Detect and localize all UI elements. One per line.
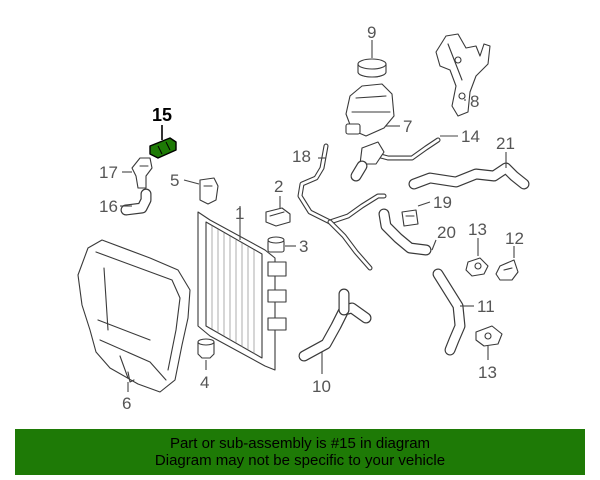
callout-12: 12 <box>505 229 524 248</box>
leader-20 <box>431 239 437 251</box>
callout-1: 1 <box>235 204 244 223</box>
callout-13-lower: 13 <box>478 363 497 382</box>
part-17-connector[interactable] <box>131 157 153 189</box>
part-8-bracket[interactable] <box>435 33 491 117</box>
banner-line-2: Diagram may not be specific to your vehi… <box>154 452 446 469</box>
callout-20: 20 <box>437 223 456 242</box>
callout-5: 5 <box>170 171 179 190</box>
callout-16: 16 <box>99 197 118 216</box>
leader-19 <box>417 201 431 207</box>
radiator-fins <box>211 226 255 354</box>
part-19-sensor[interactable] <box>401 209 419 227</box>
part-13-clamp-lower[interactable] <box>475 325 503 347</box>
part-7-expansion-tank[interactable] <box>345 83 395 137</box>
callout-6: 6 <box>122 394 131 413</box>
part-10-lower-hose[interactable] <box>298 288 372 362</box>
callout-14: 14 <box>461 127 480 146</box>
info-banner: Part or sub-assembly is #15 in diagram D… <box>15 429 585 475</box>
callout-10: 10 <box>312 377 331 396</box>
callout-2: 2 <box>274 177 283 196</box>
callout-17: 17 <box>99 163 118 182</box>
part-2-bracket[interactable] <box>265 207 291 227</box>
callout-21: 21 <box>496 134 515 153</box>
part-21-hose[interactable] <box>408 162 530 190</box>
callout-18: 18 <box>292 147 311 166</box>
callout-13-upper: 13 <box>468 220 487 239</box>
part-1-radiator[interactable] <box>197 211 287 371</box>
part-15-fitting[interactable] <box>149 137 177 159</box>
banner-line-1: Part or sub-assembly is #15 in diagram <box>169 435 431 452</box>
part-13-clamp-upper[interactable] <box>465 257 489 277</box>
part-20-hose[interactable] <box>378 208 432 256</box>
callout-3: 3 <box>299 237 308 256</box>
part-16-hose[interactable] <box>120 188 152 216</box>
callout-19: 19 <box>433 193 452 212</box>
callout-7: 7 <box>403 117 412 136</box>
part-14-hose[interactable] <box>350 137 441 182</box>
callout-15-highlighted[interactable]: 15 <box>152 105 172 125</box>
callout-4: 4 <box>200 373 209 392</box>
part-5-clip[interactable] <box>199 177 219 205</box>
callout-8: 8 <box>470 92 479 111</box>
part-18-pipe[interactable] <box>297 143 387 271</box>
callout-9: 9 <box>367 23 376 42</box>
part-4-drain-plug[interactable] <box>197 338 215 359</box>
part-12-clamp[interactable] <box>495 259 519 281</box>
callout-11: 11 <box>477 297 495 316</box>
part-3-fitting[interactable] <box>267 236 285 253</box>
part-9-cap[interactable] <box>357 58 387 78</box>
part-6-fan-shroud[interactable] <box>77 239 191 393</box>
leader-5 <box>183 179 200 185</box>
part-11-hose[interactable] <box>432 268 466 356</box>
